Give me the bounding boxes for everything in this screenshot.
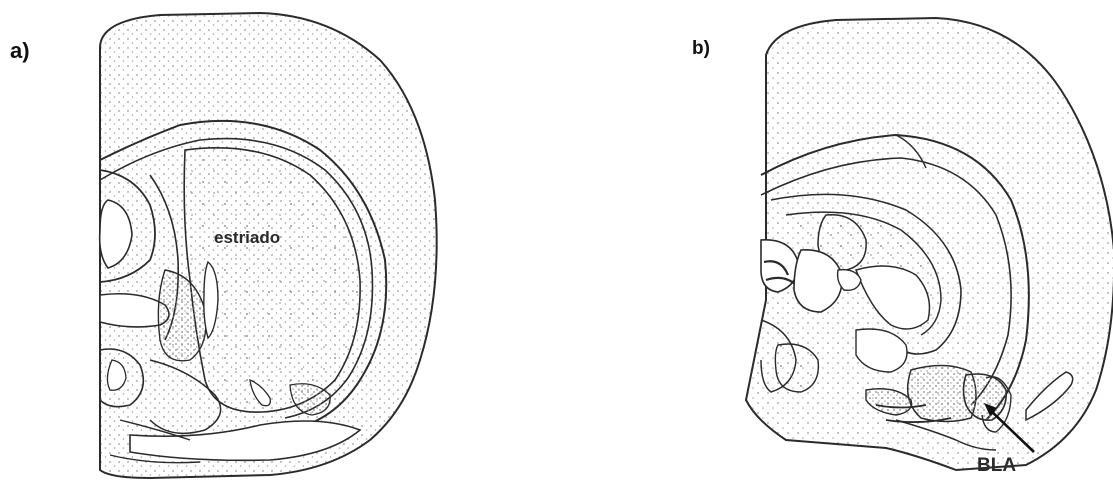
region-label-striatum: estriado bbox=[214, 228, 280, 248]
panel-a: a) estriado bbox=[0, 0, 556, 487]
panel-label-b: b) bbox=[692, 38, 710, 60]
coronal-section-b-drawing bbox=[556, 0, 1113, 487]
panel-b: b) BLA bbox=[556, 0, 1113, 487]
panel-label-a: a) bbox=[10, 38, 30, 64]
region-label-bla: BLA bbox=[977, 455, 1016, 477]
